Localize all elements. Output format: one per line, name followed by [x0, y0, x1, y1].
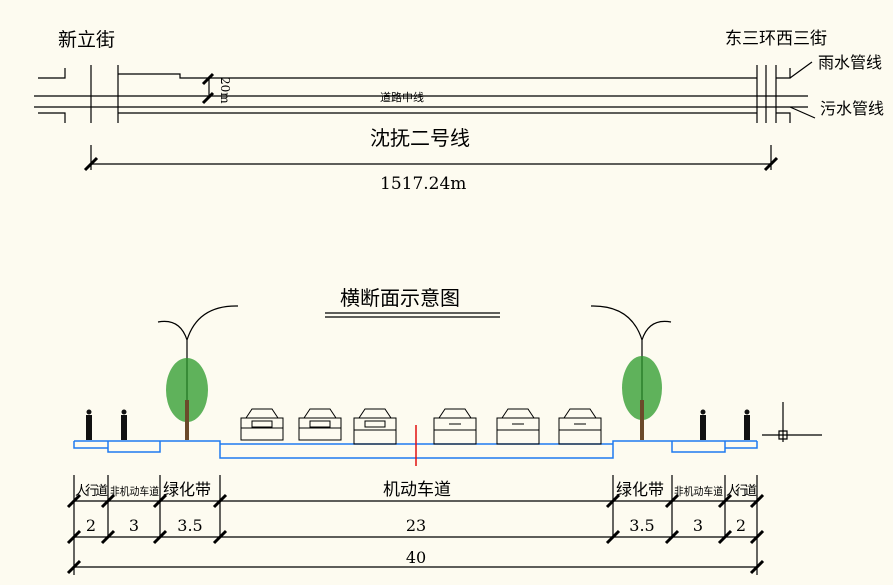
cross-section: 横断面示意图 [66, 286, 822, 575]
zone-label: 绿化带 [163, 480, 211, 499]
zone-label: 非机动车道 [674, 484, 723, 498]
cars [240, 408, 602, 445]
zone-width: 2 [736, 516, 746, 535]
road-name: 沈抚二号线 [370, 126, 470, 150]
street-lamp-right [590, 305, 672, 440]
car-icon [433, 408, 477, 445]
car-icon [496, 408, 540, 445]
right-street-label: 东三环西三街 [725, 29, 827, 49]
street-lamp-left [157, 305, 239, 440]
pedestrian-icon [86, 409, 750, 440]
zone-width: 23 [406, 516, 426, 535]
crosshair-cursor [762, 402, 822, 442]
zone-label: 人行道 [75, 484, 108, 499]
dimension-ticks [83, 72, 779, 172]
zone-width: 3.5 [629, 516, 654, 535]
section-title: 横断面示意图 [340, 286, 460, 310]
zone-width: 2 [86, 516, 96, 535]
zone-labels: 人行道 非机动车道 绿化带 机动车道 绿化带 非机动车道 人行道 [75, 480, 757, 500]
zone-label: 机动车道 [383, 480, 451, 500]
left-street-label: 新立街 [58, 29, 115, 51]
leader-lines [90, 61, 816, 170]
rain-pipe-label: 雨水管线 [818, 53, 882, 72]
centerline-label: 道路中线 [380, 90, 424, 104]
dimension-grid [73, 475, 758, 575]
width-label: 20m [218, 77, 232, 104]
length-label: 1517.24m [380, 174, 466, 194]
car-icon [558, 408, 602, 445]
zone-width: 3 [129, 516, 139, 535]
tree-icon [166, 358, 208, 422]
dimension-ticks [66, 493, 765, 575]
car-icon [353, 408, 397, 445]
total-width: 40 [406, 548, 426, 567]
zone-label: 绿化带 [616, 480, 664, 499]
plan-view: 新立街 东三环西三街 雨水管线 污水管线 20m 道路中线 沈抚二号线 1517… [34, 29, 884, 194]
tree-icon [622, 356, 662, 420]
zone-widths: 2 3 3.5 23 3.5 3 2 40 [86, 516, 746, 567]
car-icon [298, 408, 342, 441]
title-underline [325, 312, 500, 318]
zone-label: 非机动车道 [110, 484, 159, 498]
car-icon [240, 408, 284, 441]
zone-width: 3.5 [177, 516, 202, 535]
zone-width: 3 [693, 516, 703, 535]
sewage-pipe-label: 污水管线 [820, 99, 884, 118]
zone-label: 人行道 [726, 484, 757, 499]
